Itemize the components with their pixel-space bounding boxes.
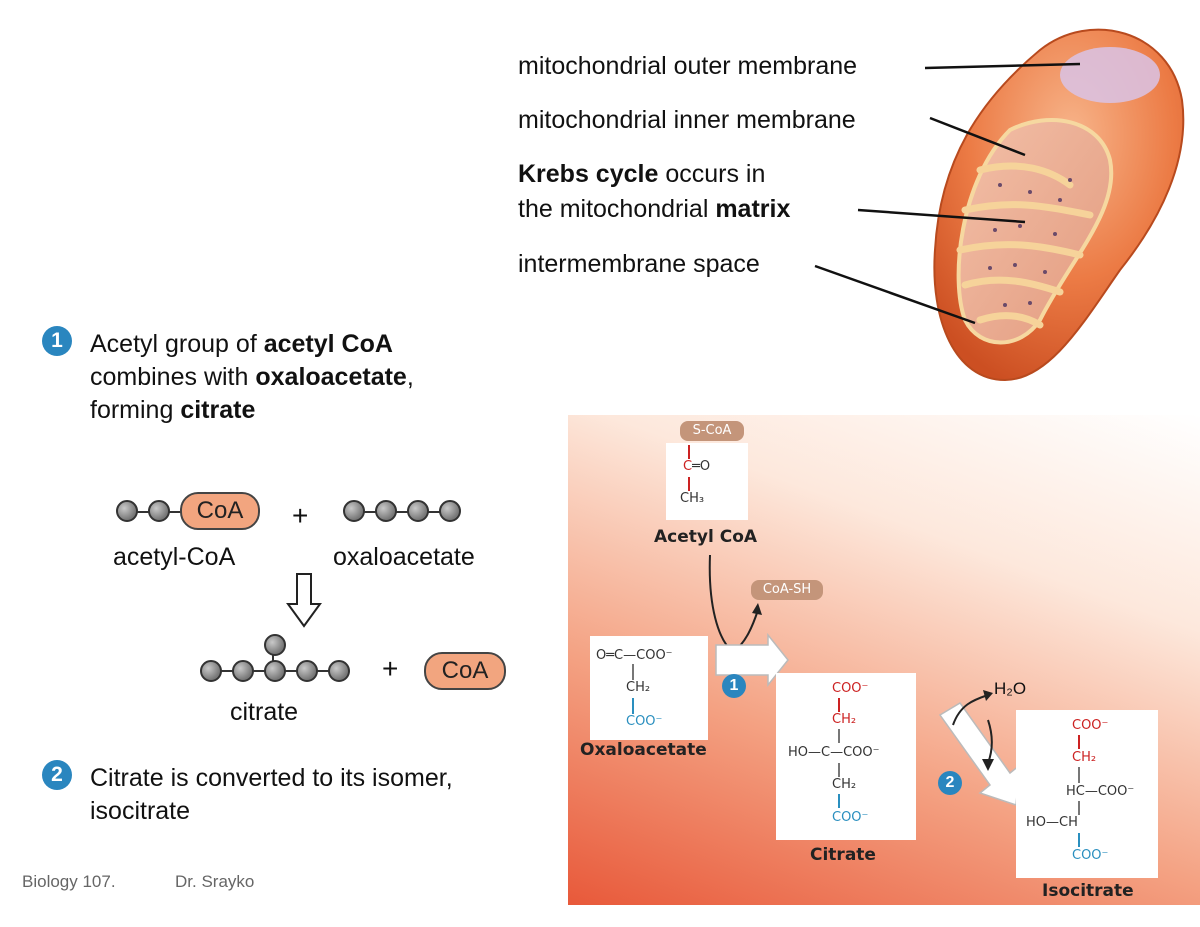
oxaloacetate-structure: O═C—COO⁻ CH₂ COO⁻	[590, 636, 708, 740]
oxaloacetate-name: Oxaloacetate	[580, 740, 707, 760]
reaction-step-2-badge: 2	[938, 771, 962, 795]
citrate-name: Citrate	[810, 845, 876, 865]
citrate-carbon-ball	[328, 660, 350, 682]
step-1-badge: 1	[42, 326, 72, 356]
krebs-cycle-rest: occurs in	[658, 160, 766, 188]
footer-course: Biology 107.	[22, 872, 116, 891]
acetyl-coa-pill: CoA	[180, 492, 260, 530]
oxaloacetate-carbon-ball	[343, 500, 365, 522]
isocitrate-structure: COO⁻ CH₂ HC—COO⁻ HO—CH COO⁻	[1016, 710, 1158, 878]
matrix-bold: matrix	[715, 195, 791, 223]
leader-lines	[814, 62, 1081, 325]
coa-sh-chip: CoA-SH	[751, 580, 823, 600]
step-1-line-2: combines with oxaloacetate,	[90, 363, 414, 391]
step-2-badge: 2	[42, 760, 72, 790]
matrix-pre: the mitochondrial	[518, 195, 716, 223]
oxaloacetate-bond	[352, 511, 452, 513]
matrix-label: the mitochondrial matrix	[518, 195, 790, 224]
step-2-line-1: Citrate is converted to its isomer,	[90, 764, 453, 792]
s-coa-chip: S-CoA	[680, 421, 744, 441]
step-2-text: Citrate is converted to its isomer, isoc…	[90, 762, 453, 828]
citrate-branch-ball	[264, 634, 286, 656]
krebs-cycle-label: Krebs cycle occurs in	[518, 160, 765, 189]
oxaloacetate-carbon-ball	[439, 500, 461, 522]
free-coa-pill: CoA	[424, 652, 506, 690]
acetyl-carbon-ball	[148, 500, 170, 522]
plus-sign: +	[292, 500, 309, 531]
step-1-line-1: Acetyl group of acetyl CoA	[90, 330, 393, 358]
outer-membrane-label: mitochondrial outer membrane	[518, 52, 858, 80]
reaction-step-1-badge: 1	[722, 674, 746, 698]
plus-sign: +	[382, 653, 399, 684]
oxaloacetate-carbon-ball	[375, 500, 397, 522]
krebs-cycle-bold: Krebs cycle	[518, 160, 659, 188]
inner-membrane-label: mitochondrial inner membrane	[518, 106, 856, 134]
citrate-carbon-ball	[200, 660, 222, 682]
citrate-carbon-ball	[232, 660, 254, 682]
acetyl-carbon-ball	[116, 500, 138, 522]
oxaloacetate-label: oxaloacetate	[333, 543, 475, 571]
oxaloacetate-carbon-ball	[407, 500, 429, 522]
down-arrow-icon	[286, 573, 322, 628]
step-1-line-3: forming citrate	[90, 396, 256, 424]
isocitrate-name: Isocitrate	[1042, 881, 1134, 901]
step-2-line-2: isocitrate	[90, 797, 191, 825]
citrate-carbon-ball	[296, 660, 318, 682]
citrate-label: citrate	[230, 698, 299, 726]
acetyl-coa-label: acetyl-CoA	[113, 543, 236, 571]
acetyl-coa-structure: C═O CH₃	[666, 443, 748, 520]
step-1-text: Acetyl group of acetyl CoA combines with…	[90, 328, 414, 427]
acetyl-coa-name: Acetyl CoA	[654, 527, 758, 547]
intermembrane-space-label: intermembrane space	[518, 250, 760, 278]
citrate-structure: COO⁻ CH₂ HO—C—COO⁻ CH₂ COO⁻	[776, 673, 916, 840]
water-label: H₂O	[994, 679, 1027, 698]
mitochondrion-illustration	[933, 28, 1185, 382]
footer-author: Dr. Srayko	[175, 872, 255, 891]
citrate-carbon-ball	[264, 660, 286, 682]
